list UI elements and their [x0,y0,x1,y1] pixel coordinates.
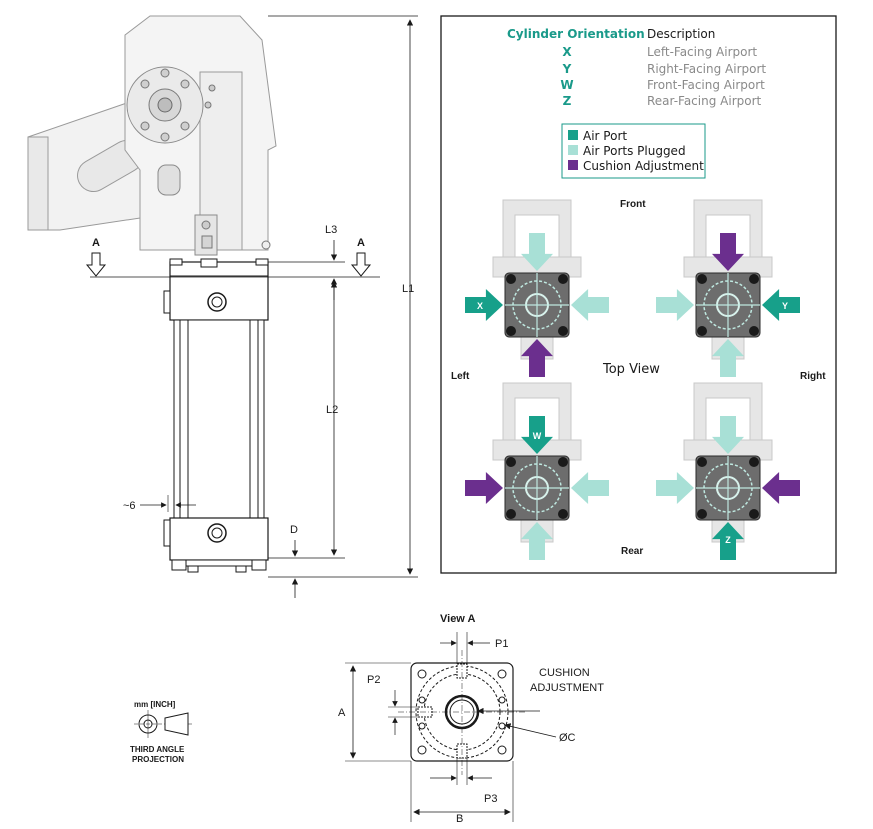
legend-swatch [568,130,578,140]
port-arrow-bottom [712,522,744,560]
bolt-icon [749,509,759,519]
legend-label: Air Port [583,129,627,143]
projection-line1: THIRD ANGLE [130,745,185,754]
dim-p3: P3 [484,793,497,805]
port-arrow-bottom [521,522,553,560]
direction-front: Front [620,199,646,210]
dim-d: D [290,524,298,536]
bolt-icon [506,274,516,284]
orientation-header: Cylinder Orientation [507,27,645,41]
view-a: View A P1 P2 A [338,613,604,825]
quadrant-code: Z [725,535,731,545]
dim-l3: L3 [325,224,337,236]
orientation-code: W [560,78,573,92]
dim-l2: L2 [326,404,338,416]
dim-offset: ~6 [123,500,136,512]
legend-label: Cushion Adjustment [583,159,704,173]
orientation-quadrant: Y [656,199,800,377]
bolt-icon [558,326,568,336]
port-arrow-right [762,289,800,321]
orientation-desc: Right-Facing Airport [647,62,766,76]
port-arrow-left [656,472,694,504]
port-arrow-top [521,233,553,271]
bolt-icon [506,457,516,467]
port-arrow-top [521,416,553,454]
dim-a: A [338,707,346,719]
bolt-icon [697,326,707,336]
cylinder-tube [173,319,265,519]
legend-swatch [568,160,578,170]
orientation-quadrant: Z [656,382,800,560]
dim-c: ØC [559,732,576,744]
quadrant-code: W [533,431,542,441]
port-arrow-bottom [521,339,553,377]
cushion-label-line1: CUSHION [539,667,590,679]
port-arrow-bottom [712,339,744,377]
port-arrow-right [762,472,800,504]
bolt-icon [697,274,707,284]
quadrant-code: Y [782,301,788,311]
top-view-label: Top View [602,362,660,377]
orientation-code: Y [562,62,572,76]
legend-label: Air Ports Plugged [583,144,686,158]
orientation-desc: Left-Facing Airport [647,45,757,59]
bolt-icon [506,509,516,519]
legend-swatch [568,145,578,155]
section-arrow-right [350,252,372,277]
bolt-icon [558,274,568,284]
dim-p2: P2 [367,674,380,686]
cushion-label-line2: ADJUSTMENT [530,682,604,694]
bolt-icon [749,274,759,284]
bolt-icon [697,457,707,467]
port-arrow-left [465,472,503,504]
port-arrow-top [712,416,744,454]
orientation-quadrant: W [465,382,609,560]
bolt-icon [506,326,516,336]
port-arrow-top [712,233,744,271]
direction-rear: Rear [621,546,643,557]
orientation-desc: Rear-Facing Airport [647,94,762,108]
dim-l1: L1 [402,283,414,295]
projection-cone-icon [164,712,189,736]
bolt-icon [749,457,759,467]
bolt-icon [749,326,759,336]
section-arrow-left [85,252,107,277]
projection-line2: PROJECTION [132,755,184,764]
port-arrow-right [571,472,609,504]
port-arrow-left [465,289,503,321]
bolt-icon [558,457,568,467]
quadrant-code: X [477,301,483,311]
dim-b: B [456,813,463,825]
port-arrow-right [571,289,609,321]
orientation-quadrant: X [465,199,609,377]
section-label-left: A [92,237,100,249]
projection-symbol: mm [INCH] THIRD ANGLE PROJECTION [130,700,192,764]
description-header: Description [647,27,715,41]
dim-p1: P1 [495,638,508,650]
orientation-code: X [562,45,572,59]
orientation-code: Z [563,94,572,108]
orientation-desc: Front-Facing Airport [647,78,765,92]
side-view: A A L1 L3 L2 D ~6 [27,15,418,598]
direction-right: Right [800,371,826,382]
view-a-title: View A [440,613,476,625]
direction-left: Left [451,371,470,382]
bolt-icon [558,509,568,519]
port-arrow-left [656,289,694,321]
bolt-icon [697,509,707,519]
section-label-right: A [357,237,365,249]
orientation-panel: Cylinder Orientation Description X Left-… [440,15,837,574]
legend: Air Port Air Ports Plugged Cushion Adjus… [561,123,706,179]
units-label: mm [INCH] [134,700,176,709]
